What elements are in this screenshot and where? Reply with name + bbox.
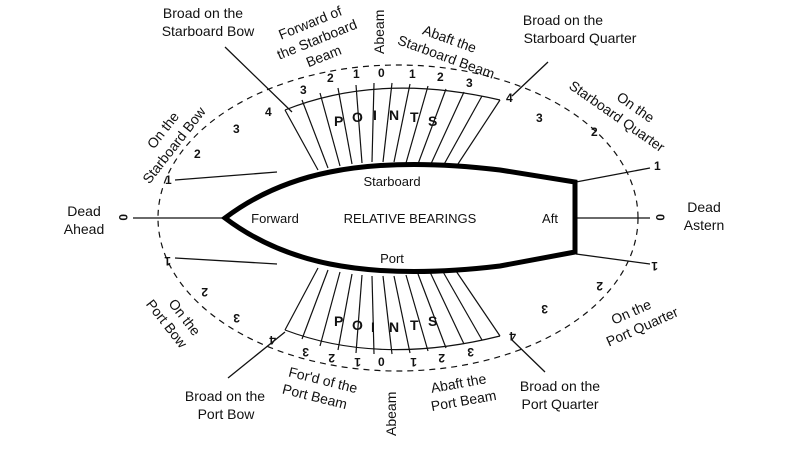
port-num: 4 bbox=[269, 333, 276, 347]
port-num: 1 bbox=[651, 259, 658, 273]
stbd-letter-n: N bbox=[389, 107, 400, 123]
port-num: 1 bbox=[410, 355, 417, 369]
port-num: 2 bbox=[438, 351, 445, 365]
port-num: 1 bbox=[354, 355, 361, 369]
stbd-letter-p: P bbox=[334, 113, 344, 129]
broad-stbd-bow-line2: Starboard Bow bbox=[162, 23, 255, 39]
port-num: 0 bbox=[378, 355, 385, 369]
port-num: 2 bbox=[328, 351, 335, 365]
stbd-num: 2 bbox=[194, 147, 201, 161]
port-num: 2 bbox=[596, 279, 603, 293]
broad-stbd-quarter-line2: Starboard Quarter bbox=[524, 30, 637, 46]
stbd-num: 2 bbox=[327, 71, 334, 85]
port-letter-s: S bbox=[428, 313, 438, 329]
dead-astern-line1: Dead bbox=[687, 199, 720, 215]
stbd-num: 2 bbox=[437, 70, 444, 84]
broad-port-bow-line1: Broad on the bbox=[185, 388, 265, 404]
port-points-fan bbox=[284, 267, 501, 355]
stbd-letter-s: S bbox=[428, 113, 438, 129]
port-letter-p: P bbox=[334, 313, 344, 329]
abeam-stbd-label: Abeam bbox=[371, 10, 387, 54]
astern-zero: 0 bbox=[653, 214, 667, 221]
stbd-beam-numbers: 3 2 1 0 1 2 3 4 3 2 1 4 3 2 1 bbox=[165, 66, 661, 187]
aft-label: Aft bbox=[542, 211, 558, 226]
line-stbd-quarter bbox=[575, 167, 651, 183]
stbd-letter-o: O bbox=[352, 109, 364, 125]
broad-port-quarter-line2: Port Quarter bbox=[521, 396, 598, 412]
port-letter-i: I bbox=[371, 319, 376, 335]
stbd-num: 2 bbox=[591, 125, 598, 139]
dead-ahead-line1: Dead bbox=[67, 203, 100, 219]
stbd-num: 4 bbox=[506, 91, 513, 105]
line-broad-port-quarter bbox=[511, 339, 546, 373]
port-letter-n: N bbox=[389, 319, 400, 335]
broad-stbd-quarter-line1: Broad on the bbox=[523, 12, 603, 28]
port-num: 3 bbox=[541, 302, 548, 316]
stbd-letter-i: I bbox=[373, 107, 378, 123]
port-letter-o: O bbox=[352, 317, 364, 333]
diagram-title: RELATIVE BEARINGS bbox=[344, 211, 477, 226]
port-num: 3 bbox=[302, 345, 309, 359]
starboard-points-fan bbox=[284, 82, 501, 171]
port-num: 4 bbox=[509, 329, 516, 343]
port-num: 2 bbox=[201, 285, 208, 299]
ahead-zero: 0 bbox=[116, 214, 130, 221]
stbd-num: 3 bbox=[233, 122, 240, 136]
port-num: 3 bbox=[467, 345, 474, 359]
line-broad-stbd-bow bbox=[224, 46, 293, 113]
stbd-num: 1 bbox=[409, 67, 416, 81]
dead-ahead-line2: Ahead bbox=[64, 221, 104, 237]
line-port-quarter bbox=[575, 253, 651, 265]
line-port-bow bbox=[174, 257, 278, 265]
line-broad-stbd-quarter bbox=[511, 61, 549, 97]
line-stbd-bow bbox=[174, 171, 278, 181]
port-num: 1 bbox=[164, 254, 171, 268]
port-beam-numbers: 3 2 1 0 1 2 3 4 3 2 1 4 3 2 1 bbox=[164, 254, 658, 369]
port-fan-arc bbox=[284, 329, 501, 351]
bearing-lines bbox=[133, 46, 651, 379]
stbd-letter-t: T bbox=[410, 109, 420, 125]
line-broad-port-bow bbox=[227, 331, 286, 379]
port-points-word: P O I N T S bbox=[334, 313, 438, 335]
broad-port-bow-line2: Port Bow bbox=[198, 406, 256, 422]
port-label: Port bbox=[380, 251, 404, 266]
forward-label: Forward bbox=[251, 211, 299, 226]
dead-astern-line2: Astern bbox=[684, 217, 724, 233]
stbd-num: 3 bbox=[466, 76, 473, 90]
ship-hull bbox=[220, 161, 578, 275]
stbd-fan-arc bbox=[284, 87, 501, 111]
stbd-num: 3 bbox=[300, 83, 307, 97]
port-num: 3 bbox=[233, 311, 240, 325]
stbd-num: 1 bbox=[654, 159, 661, 173]
starboard-label: Starboard bbox=[363, 174, 420, 189]
abeam-port-label: Abeam bbox=[383, 392, 399, 436]
stbd-num: 0 bbox=[378, 66, 385, 80]
stbd-num: 1 bbox=[165, 173, 172, 187]
port-letter-t: T bbox=[410, 317, 420, 333]
broad-port-quarter-line1: Broad on the bbox=[520, 378, 600, 394]
stbd-num: 4 bbox=[265, 105, 272, 119]
stbd-num: 3 bbox=[536, 111, 543, 125]
stbd-points-word: P O I N T S bbox=[334, 107, 438, 129]
stbd-num: 1 bbox=[353, 67, 360, 81]
broad-stbd-bow-line1: Broad on the bbox=[163, 5, 243, 21]
